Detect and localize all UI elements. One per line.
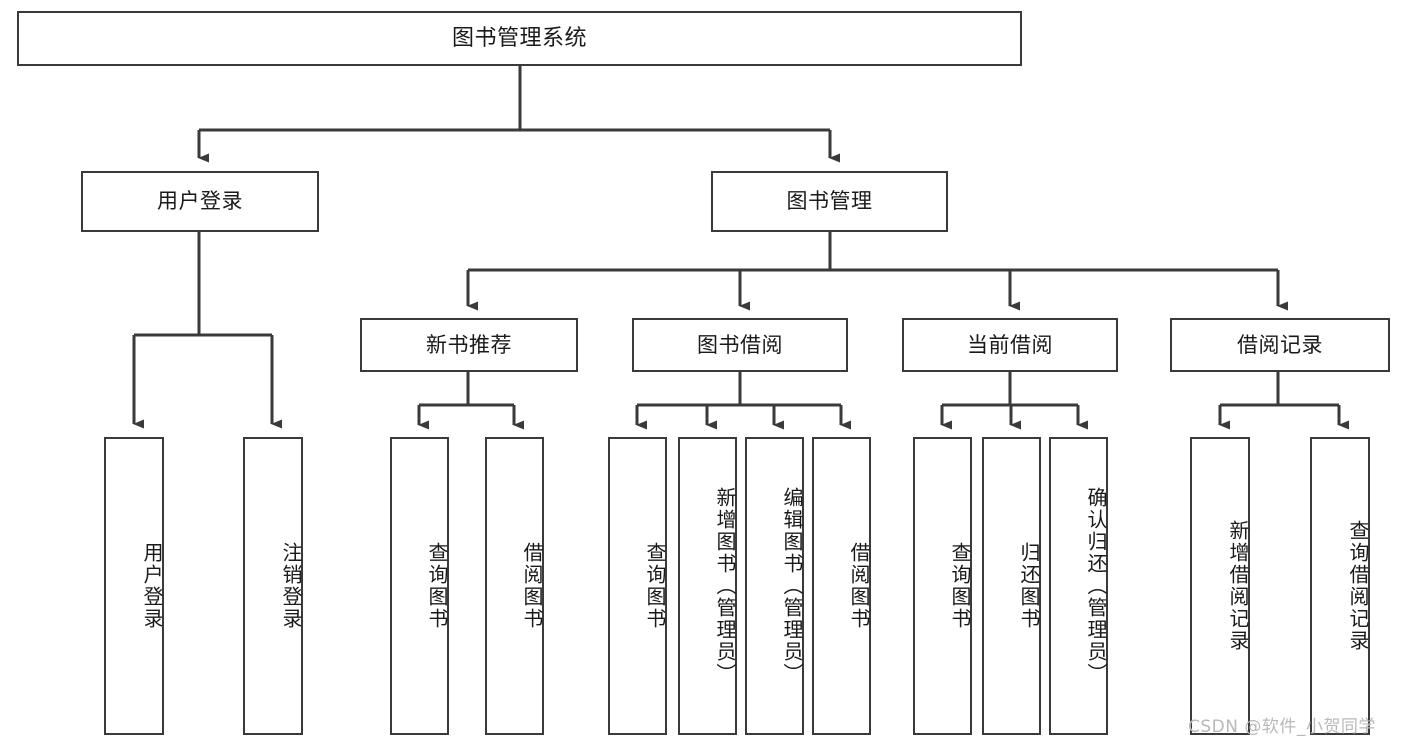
leaf-borrow-book-1-label: 借阅图书 xyxy=(520,542,544,630)
leaf-add-record[interactable]: 新增借阅记录 xyxy=(1190,437,1250,735)
leaf-return-book[interactable]: 归还图书 xyxy=(982,437,1041,735)
leaf-user-login-label: 用户登录 xyxy=(140,542,164,630)
leaf-query-book-2[interactable]: 查询图书 xyxy=(608,437,667,735)
node-new-book-recommend[interactable]: 新书推荐 xyxy=(360,318,578,372)
node-borrow-record-label: 借阅记录 xyxy=(1237,332,1323,357)
leaf-add-book[interactable]: 新增图书（管理员） xyxy=(678,437,737,735)
leaf-borrow-book-2[interactable]: 借阅图书 xyxy=(812,437,871,735)
leaf-add-record-label: 新增借阅记录 xyxy=(1226,520,1250,652)
node-borrow-record[interactable]: 借阅记录 xyxy=(1170,318,1390,372)
leaf-borrow-book-1[interactable]: 借阅图书 xyxy=(485,437,544,735)
node-root-label: 图书管理系统 xyxy=(451,25,587,51)
leaf-user-logout-label: 注销登录 xyxy=(279,542,303,630)
node-book-borrow[interactable]: 图书借阅 xyxy=(632,318,848,372)
leaf-query-record[interactable]: 查询借阅记录 xyxy=(1310,437,1370,735)
node-book-manage-label: 图书管理 xyxy=(786,189,873,214)
leaf-borrow-book-2-label: 借阅图书 xyxy=(847,542,871,630)
watermark: CSDN @软件_小贺同学 xyxy=(1188,717,1376,737)
leaf-query-book-2-label: 查询图书 xyxy=(643,542,667,630)
node-new-book-recommend-label: 新书推荐 xyxy=(426,332,512,357)
node-current-borrow[interactable]: 当前借阅 xyxy=(902,318,1118,372)
leaf-query-book-3[interactable]: 查询图书 xyxy=(913,437,972,735)
leaf-user-login[interactable]: 用户登录 xyxy=(104,437,164,735)
node-user-login[interactable]: 用户登录 xyxy=(81,171,319,232)
node-user-login-label: 用户登录 xyxy=(157,189,243,214)
leaf-add-book-label: 新增图书（管理员） xyxy=(713,487,737,685)
node-current-borrow-label: 当前借阅 xyxy=(967,332,1053,357)
leaf-edit-book[interactable]: 编辑图书（管理员） xyxy=(745,437,804,735)
leaf-query-book-3-label: 查询图书 xyxy=(948,542,972,630)
leaf-query-record-label: 查询借阅记录 xyxy=(1346,520,1370,652)
node-book-borrow-label: 图书借阅 xyxy=(697,332,783,357)
leaf-query-book-1[interactable]: 查询图书 xyxy=(390,437,449,735)
node-root[interactable]: 图书管理系统 xyxy=(17,11,1022,66)
leaf-edit-book-label: 编辑图书（管理员） xyxy=(780,487,804,685)
leaf-return-book-label: 归还图书 xyxy=(1017,542,1041,630)
leaf-confirm-return[interactable]: 确认归还（管理员） xyxy=(1049,437,1108,735)
leaf-confirm-return-label: 确认归还（管理员） xyxy=(1084,487,1108,685)
leaf-query-book-1-label: 查询图书 xyxy=(425,542,449,630)
leaf-user-logout[interactable]: 注销登录 xyxy=(243,437,303,735)
node-book-manage[interactable]: 图书管理 xyxy=(711,171,948,232)
